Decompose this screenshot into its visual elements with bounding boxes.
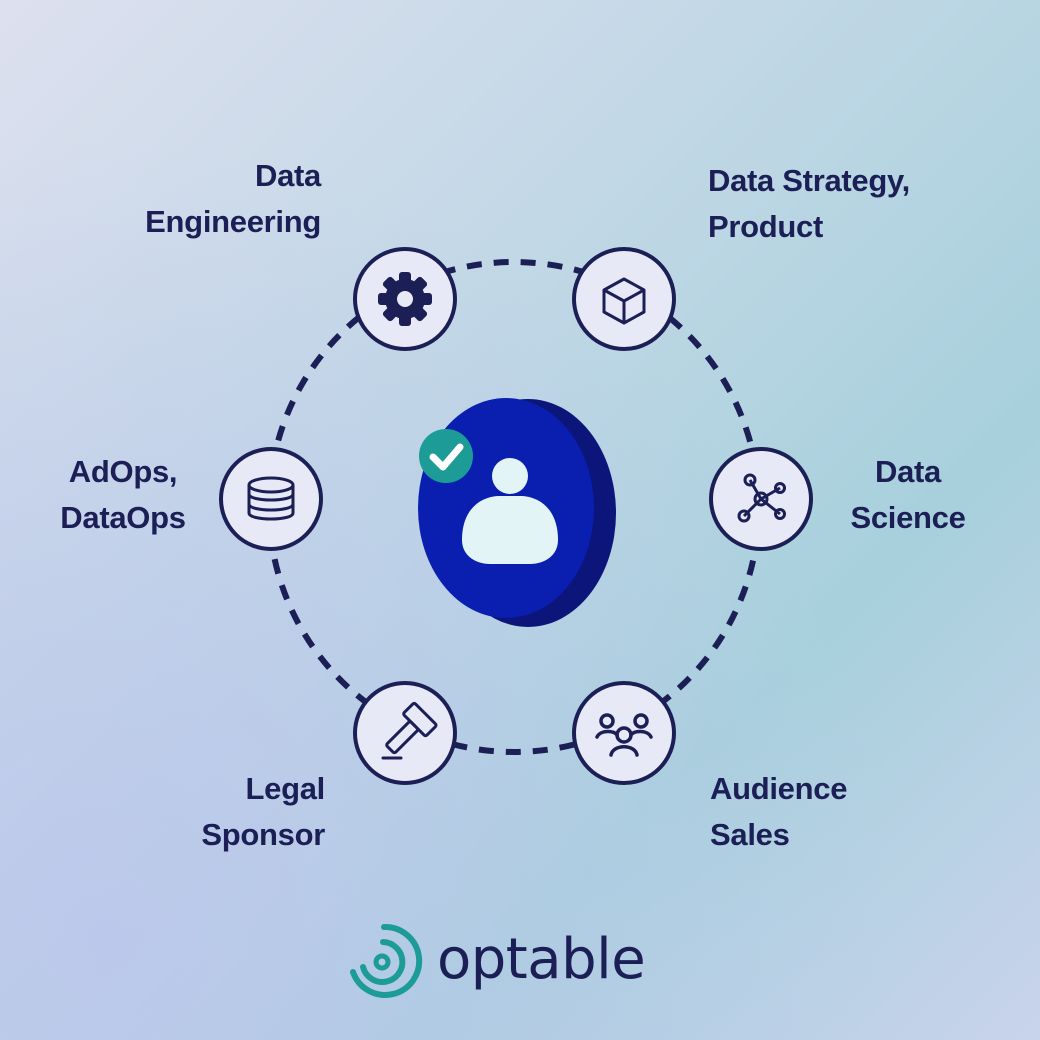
- label-data-strategy-product: Data Strategy,Product: [708, 163, 910, 244]
- checkmark-icon: [429, 443, 464, 471]
- node-audience-sales: [572, 681, 676, 785]
- brand-name: optable: [437, 927, 646, 992]
- node-legal-sponsor: [353, 681, 457, 785]
- verified-user-icon: [462, 458, 558, 564]
- center-user-coin: [418, 398, 616, 627]
- node-data-strategy-product: [572, 247, 676, 351]
- checkmark-badge: [419, 429, 473, 483]
- database-icon: [247, 476, 295, 521]
- gear-icon: [378, 272, 432, 326]
- node-data-engineering: [353, 247, 457, 351]
- audience-group-icon: [595, 713, 653, 757]
- node-data-science: [709, 447, 813, 551]
- optable-logo-icon: [350, 923, 423, 998]
- network-nodes-icon: [737, 473, 786, 523]
- node-adops-dataops: [219, 447, 323, 551]
- label-adops-dataops: AdOps,DataOps: [60, 454, 186, 535]
- gavel-icon: [381, 701, 438, 760]
- cube-icon: [602, 277, 646, 325]
